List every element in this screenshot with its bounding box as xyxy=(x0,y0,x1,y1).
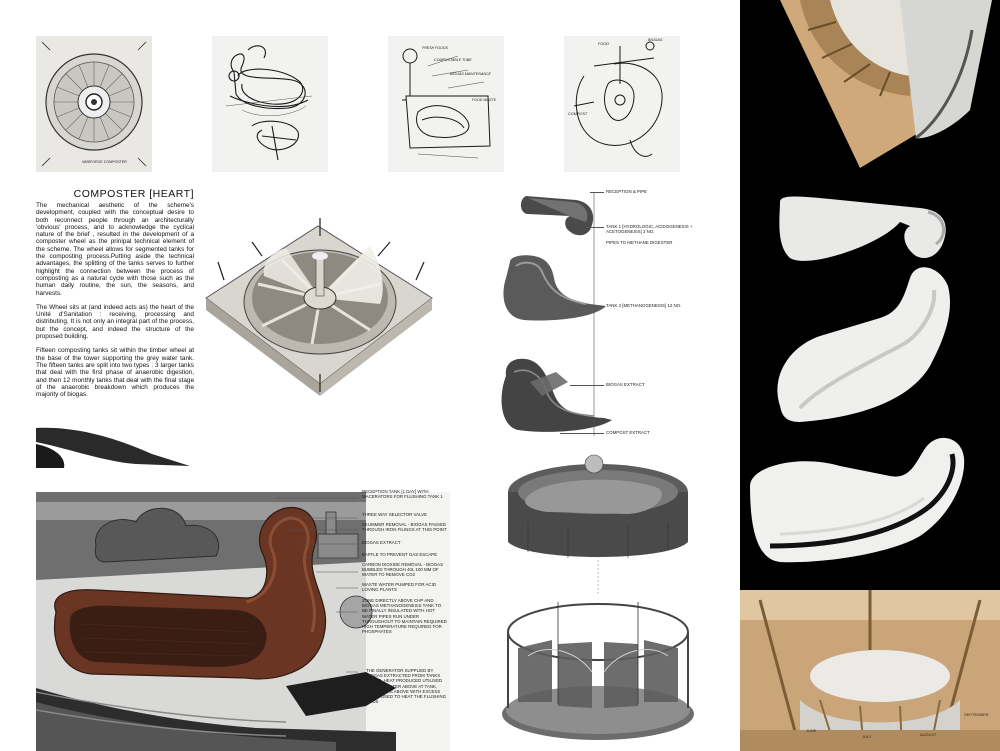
month-label: JUNE xyxy=(806,728,817,733)
sketch-note: BIOGAS xyxy=(648,38,663,42)
cropped-render-fragment xyxy=(36,427,190,468)
sketch-note: FRESH FOODS xyxy=(422,46,448,50)
sketch-note: FOOD WASTE xyxy=(472,98,497,102)
label-biogas-extract: BIOGAS EXTRACT xyxy=(606,382,645,387)
timber-model-top-view xyxy=(740,0,1000,172)
section-label-9: THE GENERATOR SUPPLIED BY BIOGAS EXTRACT… xyxy=(366,668,447,705)
sketch-note: FOOD xyxy=(598,42,609,46)
sketch-figure-2 xyxy=(388,36,504,172)
description-paragraph-2: The Wheel sits at (and indeed acts as) t… xyxy=(36,303,194,341)
description-paragraph-3: Fifteen composting tanks sit within the … xyxy=(36,347,194,399)
right-photo-panel: JUNE JULY AUGUST SEPTEMBER xyxy=(740,0,1000,751)
section-label-6: CARBON DIOXIDE REMOVAL - BIOGAS BUBBLED … xyxy=(362,562,443,578)
label-pipes: PIPES TO METHANE DIGESTER xyxy=(606,240,673,245)
section-label-8: ZONE DIRECTLY ABOVE CHP AND BIOGAS METHA… xyxy=(362,598,447,635)
section-label-3: SKUMMER REMOVAL - BIOGAS PASSED THROUGH … xyxy=(362,522,447,533)
month-label: AUGUST xyxy=(920,732,937,737)
composter-wheel-drawing: VARIFORCE COMPOSTER xyxy=(36,36,152,172)
section-label-7: WASTE WATER PUMPED FOR ACID LOVING PLANT… xyxy=(362,582,436,593)
sketch-figure-1 xyxy=(212,36,328,172)
label-tank-1: TANK 1 [HYDROLOGIC, ACIDOGENESIS + ACETO… xyxy=(606,224,693,235)
description-paragraph-1: The mechanical aesthetic of the scheme's… xyxy=(36,202,194,297)
section-label-1: RECEPTION TANK [1 DAY] WITH MACERATORS F… xyxy=(362,489,443,500)
sketch-note: COMPOST xyxy=(568,112,588,116)
leader-line xyxy=(560,433,604,434)
section-label-5: BAFFLE TO PREVENT GAS ESCAPE xyxy=(362,552,438,557)
sketch-figure-3 xyxy=(564,36,680,172)
tank-cast-models xyxy=(740,186,1000,586)
leader-line xyxy=(570,385,604,386)
wheel-plan-figure xyxy=(36,36,152,172)
label-compost-extract: COMPOST EXTRACT xyxy=(606,430,650,435)
leader-line xyxy=(586,227,604,228)
composter-description: COMPOSTER [HEART] The mechanical aesthet… xyxy=(36,188,194,405)
section-title: COMPOSTER [HEART] xyxy=(73,188,194,200)
section-label-2: THREE WAY SELECTOR VALVE xyxy=(362,512,428,517)
composter-section-render xyxy=(36,492,450,751)
concept-sketch-1 xyxy=(212,36,328,172)
section-label-4: BIOGAS EXTRACT xyxy=(362,540,401,545)
thumb-caption: VARIFORCE COMPOSTER xyxy=(82,160,127,164)
tank-exploded-diagram xyxy=(501,192,612,436)
label-tank-2: TANK 2 [METHANOGENESIS] 12 NO. xyxy=(606,303,682,308)
leader-line xyxy=(572,306,604,307)
concept-sketch-2: FRESH FOODS COMPOSTABLE TUBE BIOGAS MAIN… xyxy=(388,36,504,172)
month-label: JULY xyxy=(862,734,872,739)
timber-model-photo xyxy=(205,218,433,396)
sketch-note: BIOGAS MAINTENANCE xyxy=(450,72,491,76)
wheel-exploded-renders xyxy=(502,454,694,740)
sketch-note: COMPOSTABLE TUBE xyxy=(434,58,472,62)
label-reception: RECEPTION & PIPE xyxy=(606,189,647,194)
month-label: SEPTEMBER xyxy=(964,712,989,717)
leader-line xyxy=(590,192,604,193)
concept-sketch-3: FOOD BIOGAS COMPOST xyxy=(564,36,680,172)
timber-wheel-interior xyxy=(740,590,1000,751)
